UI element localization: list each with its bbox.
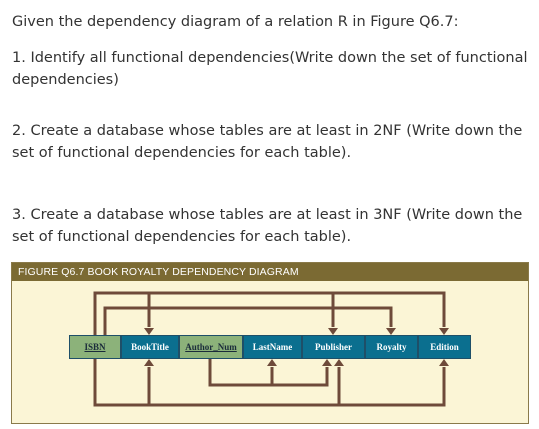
dep-arrow-booktitle — [144, 328, 154, 335]
dep-arrow-royalty — [386, 328, 396, 335]
attribute-author-num: Author_Num — [179, 335, 243, 359]
dependency-diagram-figure: FIGURE Q6.7 BOOK ROYALTY DEPENDENCY DIAG… — [11, 262, 529, 424]
attribute-publisher: Publisher — [302, 335, 365, 359]
figure-title: FIGURE Q6.7 BOOK ROYALTY DEPENDENCY DIAG… — [12, 263, 528, 281]
question-2: 2. Create a database whose tables are at… — [12, 123, 523, 161]
question-1: 1. Identify all functional dependencies(… — [12, 50, 528, 88]
attribute-isbn: ISBN — [69, 335, 121, 359]
dep-arrow-publisher — [328, 328, 338, 335]
dependency-arrows — [93, 291, 449, 407]
attribute-lastname: LastName — [243, 335, 302, 359]
dep-line-bottom-outer — [93, 359, 446, 407]
dep-line-isbn-royalty — [103, 306, 393, 335]
intro-text: Given the dependency diagram of a relati… — [12, 14, 459, 30]
dep-arrow-lastname — [267, 359, 277, 366]
dep-line-isbn-top — [93, 291, 446, 335]
attribute-edition: Edition — [418, 335, 471, 359]
dep-arrow-bottom-edition — [439, 359, 449, 366]
dep-arrow-edition — [439, 328, 449, 335]
attribute-royalty: Royalty — [365, 335, 418, 359]
attribute-booktitle: BookTitle — [121, 335, 179, 359]
question-3: 3. Create a database whose tables are at… — [12, 207, 523, 245]
dep-arrow-author-publisher — [322, 359, 332, 366]
dep-arrow-bottom-booktitle — [144, 359, 154, 366]
dep-line-author — [208, 359, 329, 387]
dep-arrow-bottom-publisher — [334, 359, 344, 366]
